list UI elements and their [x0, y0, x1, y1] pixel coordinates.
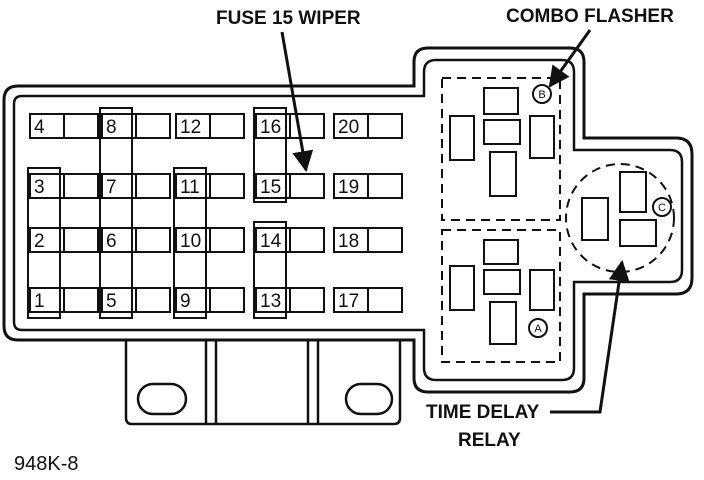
relay-b-marker: B — [538, 89, 545, 101]
fuse-15-leader-arrow — [280, 31, 314, 173]
fuse-slot-4: 4 — [29, 113, 99, 139]
fuse-number: 6 — [106, 231, 117, 252]
fuse-slot-8: 8 — [101, 113, 171, 139]
fuse-slot-13: 13 — [255, 287, 325, 313]
fuse-number: 16 — [260, 117, 281, 138]
fuse-number: 15 — [260, 177, 281, 198]
combo-flasher-leader-arrow — [548, 29, 592, 88]
fuse-number: 5 — [106, 291, 117, 312]
fuse-number: 1 — [34, 291, 45, 312]
combo-flasher-label: COMBO FLASHER — [506, 6, 674, 27]
fuse-slot-9: 9 — [175, 287, 245, 313]
fuse-slot-18: 18 — [333, 227, 403, 253]
fuse-number: 2 — [34, 231, 45, 252]
relay-area — [441, 77, 675, 363]
fuse-15-wiper-label: FUSE 15 WIPER — [216, 8, 361, 29]
fuse-block-housing — [2, 46, 694, 394]
fuse-number: 12 — [180, 117, 201, 138]
fuse-number: 18 — [338, 231, 359, 252]
fuse-number: 14 — [260, 231, 282, 252]
fuse-number: 8 — [106, 117, 117, 138]
fuse-slot-5: 5 — [101, 287, 171, 313]
time-delay-label-line2: RELAY — [458, 430, 521, 451]
fuse-slot-12: 12 — [175, 113, 245, 139]
leader-lines — [280, 29, 630, 414]
figure-id: 948K-8 — [14, 453, 79, 475]
fuse-slot-7: 7 — [101, 173, 171, 199]
fuse-number: 7 — [106, 177, 117, 198]
fuse-number: 19 — [338, 177, 359, 198]
fuse-number: 9 — [180, 291, 191, 312]
time-delay-label-line1: TIME DELAY — [426, 402, 540, 423]
fuse-number: 3 — [34, 177, 45, 198]
fuse-number: 13 — [260, 291, 281, 312]
fuse-slot-3: 3 — [29, 173, 99, 199]
fuse-slot-11: 11 — [175, 173, 245, 199]
fuse-slot-10: 10 — [175, 227, 245, 253]
fuse-number: 4 — [34, 117, 45, 138]
fuse-slot-17: 17 — [333, 287, 403, 313]
relay-a-marker: A — [534, 323, 542, 335]
relay-c-marker: C — [658, 202, 666, 214]
fuse-slot-16: 16 — [255, 113, 325, 139]
fuse-slot-14: 14 — [255, 227, 325, 253]
fuse-number: 10 — [180, 231, 201, 252]
fuse-slot-1: 1 — [29, 287, 99, 313]
time-delay-leader-arrow — [550, 259, 630, 414]
fuse-slot-2: 2 — [29, 227, 99, 253]
fuse-number: 20 — [338, 117, 359, 138]
fuse-slot-6: 6 — [101, 227, 171, 253]
fuse-slot-19: 19 — [333, 173, 403, 199]
fuse-slot-15: 15 — [255, 173, 325, 199]
fuse-number: 11 — [180, 177, 200, 198]
fuse-column-outlines — [27, 107, 287, 319]
fuse-slot-20: 20 — [333, 113, 403, 139]
connector-housing — [124, 330, 402, 426]
fuse-number: 17 — [338, 291, 359, 312]
